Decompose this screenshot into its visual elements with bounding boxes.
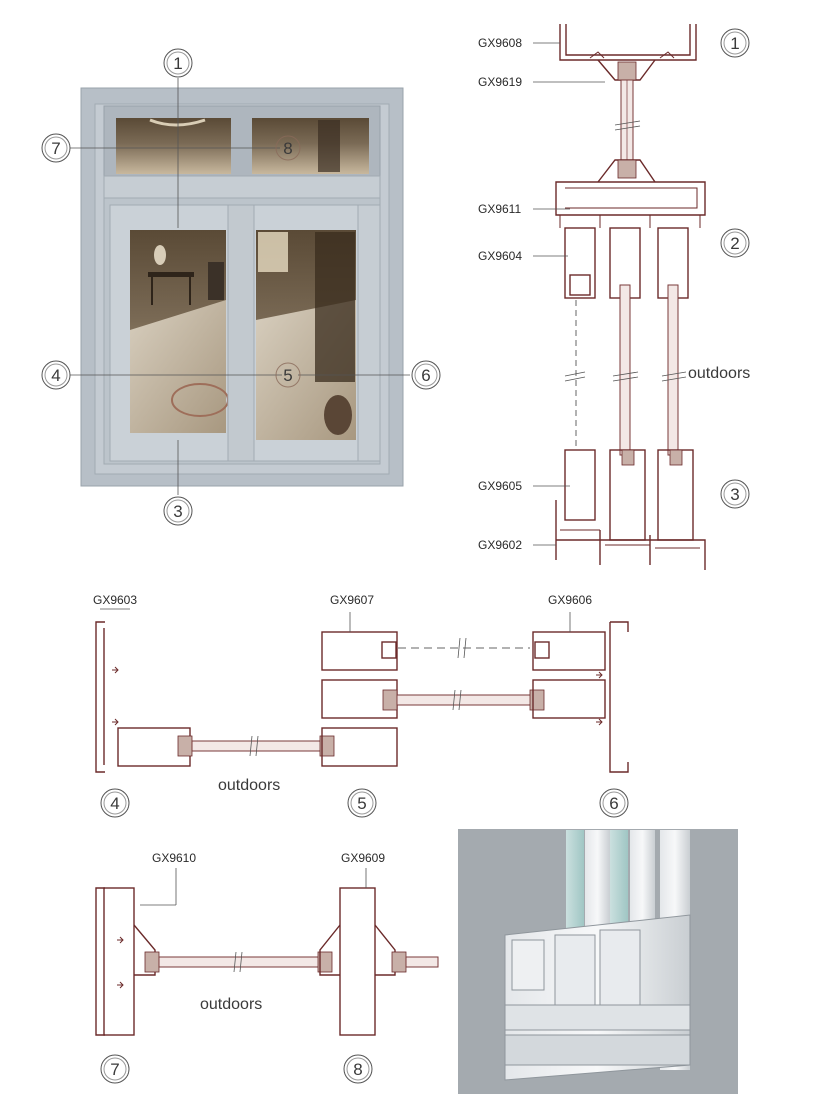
svg-text:5: 5 [283,366,292,385]
outdoors-label-horizontal-upper: outdoors [218,777,280,794]
svg-text:3: 3 [173,502,182,521]
svg-text:8: 8 [353,1060,362,1079]
svg-text:2: 2 [730,234,739,253]
label-gx9602: GX9602 [478,538,522,552]
label-gx9603: GX9603 [93,593,137,607]
window-callout-lines [70,78,410,495]
transom-pane-right [252,118,369,174]
label-gx9604: GX9604 [478,249,522,263]
marker-6-section: 6 [599,788,629,818]
transom-pane-left [116,118,231,174]
marker-8-section: 8 [343,1054,373,1084]
marker-2-section: 2 [720,228,750,258]
marker-5-window: 5 [275,362,301,388]
label-gx9609: GX9609 [341,851,385,865]
marker-6-window: 6 [411,360,441,390]
label-gx9606: GX9606 [548,593,592,607]
svg-text:6: 6 [421,366,430,385]
svg-text:7: 7 [110,1060,119,1079]
label-gx9619: GX9619 [478,75,522,89]
label-gx9607: GX9607 [330,593,374,607]
marker-8-window: 8 [275,135,301,161]
svg-text:4: 4 [51,366,60,385]
label-gx9605: GX9605 [478,479,522,493]
part-code-leaders [100,42,605,906]
marker-4-window: 4 [41,360,71,390]
marker-4-section: 4 [100,788,130,818]
horizontal-section-4-6 [95,621,629,773]
svg-text:4: 4 [110,794,119,813]
vertical-section [555,24,706,570]
svg-text:3: 3 [730,485,739,504]
outdoors-label-vertical: outdoors [688,365,750,382]
profile-render-photo [458,829,738,1094]
marker-7-window: 7 [41,133,71,163]
svg-text:5: 5 [357,794,366,813]
svg-text:8: 8 [283,139,292,158]
svg-text:7: 7 [51,139,60,158]
marker-1-window: 1 [163,48,193,78]
label-gx9608: GX9608 [478,36,522,50]
marker-3-window: 3 [163,496,193,526]
svg-text:6: 6 [609,794,618,813]
marker-7-section: 7 [100,1054,130,1084]
svg-text:1: 1 [173,54,182,73]
label-gx9611: GX9611 [478,202,521,216]
label-gx9610: GX9610 [152,851,196,865]
horizontal-section-7-8 [95,887,439,1036]
marker-3-section: 3 [720,479,750,509]
svg-text:1: 1 [730,34,739,53]
marker-1-section: 1 [720,28,750,58]
marker-5-section: 5 [347,788,377,818]
outdoors-label-horizontal-lower: outdoors [200,996,262,1013]
window-elevation [80,87,404,487]
